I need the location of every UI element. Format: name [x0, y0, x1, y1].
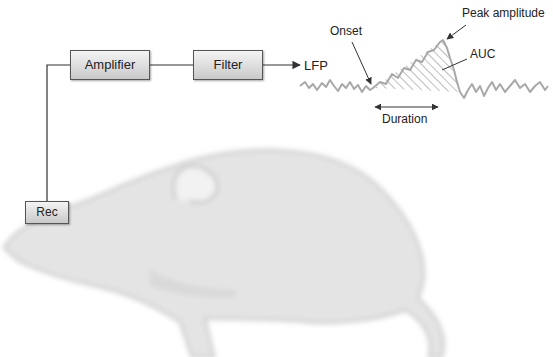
process-box: Rec	[25, 201, 69, 224]
box-label: Rec	[36, 206, 57, 220]
annotation-label: Duration	[382, 112, 427, 126]
signal-wire	[47, 65, 70, 201]
annotation-label: Peak amplitude	[462, 6, 545, 20]
annotation-label: LFP	[304, 58, 328, 74]
lfp-trace	[300, 25, 548, 107]
process-box: Filter	[193, 50, 263, 80]
rat-silhouette	[4, 150, 444, 357]
annotation-label: Onset	[330, 24, 362, 38]
process-box: Amplifier	[70, 50, 150, 80]
onset-leader	[352, 42, 371, 84]
signal-trace	[300, 40, 548, 98]
box-label: Amplifier	[85, 58, 136, 73]
auc-leader	[442, 59, 467, 70]
duration-arrow	[375, 107, 438, 108]
output-arrow	[263, 64, 300, 65]
annotation-label: AUC	[470, 47, 495, 61]
box-label: Filter	[214, 58, 243, 73]
signal-wire	[150, 64, 193, 65]
peak-leader	[447, 25, 466, 39]
